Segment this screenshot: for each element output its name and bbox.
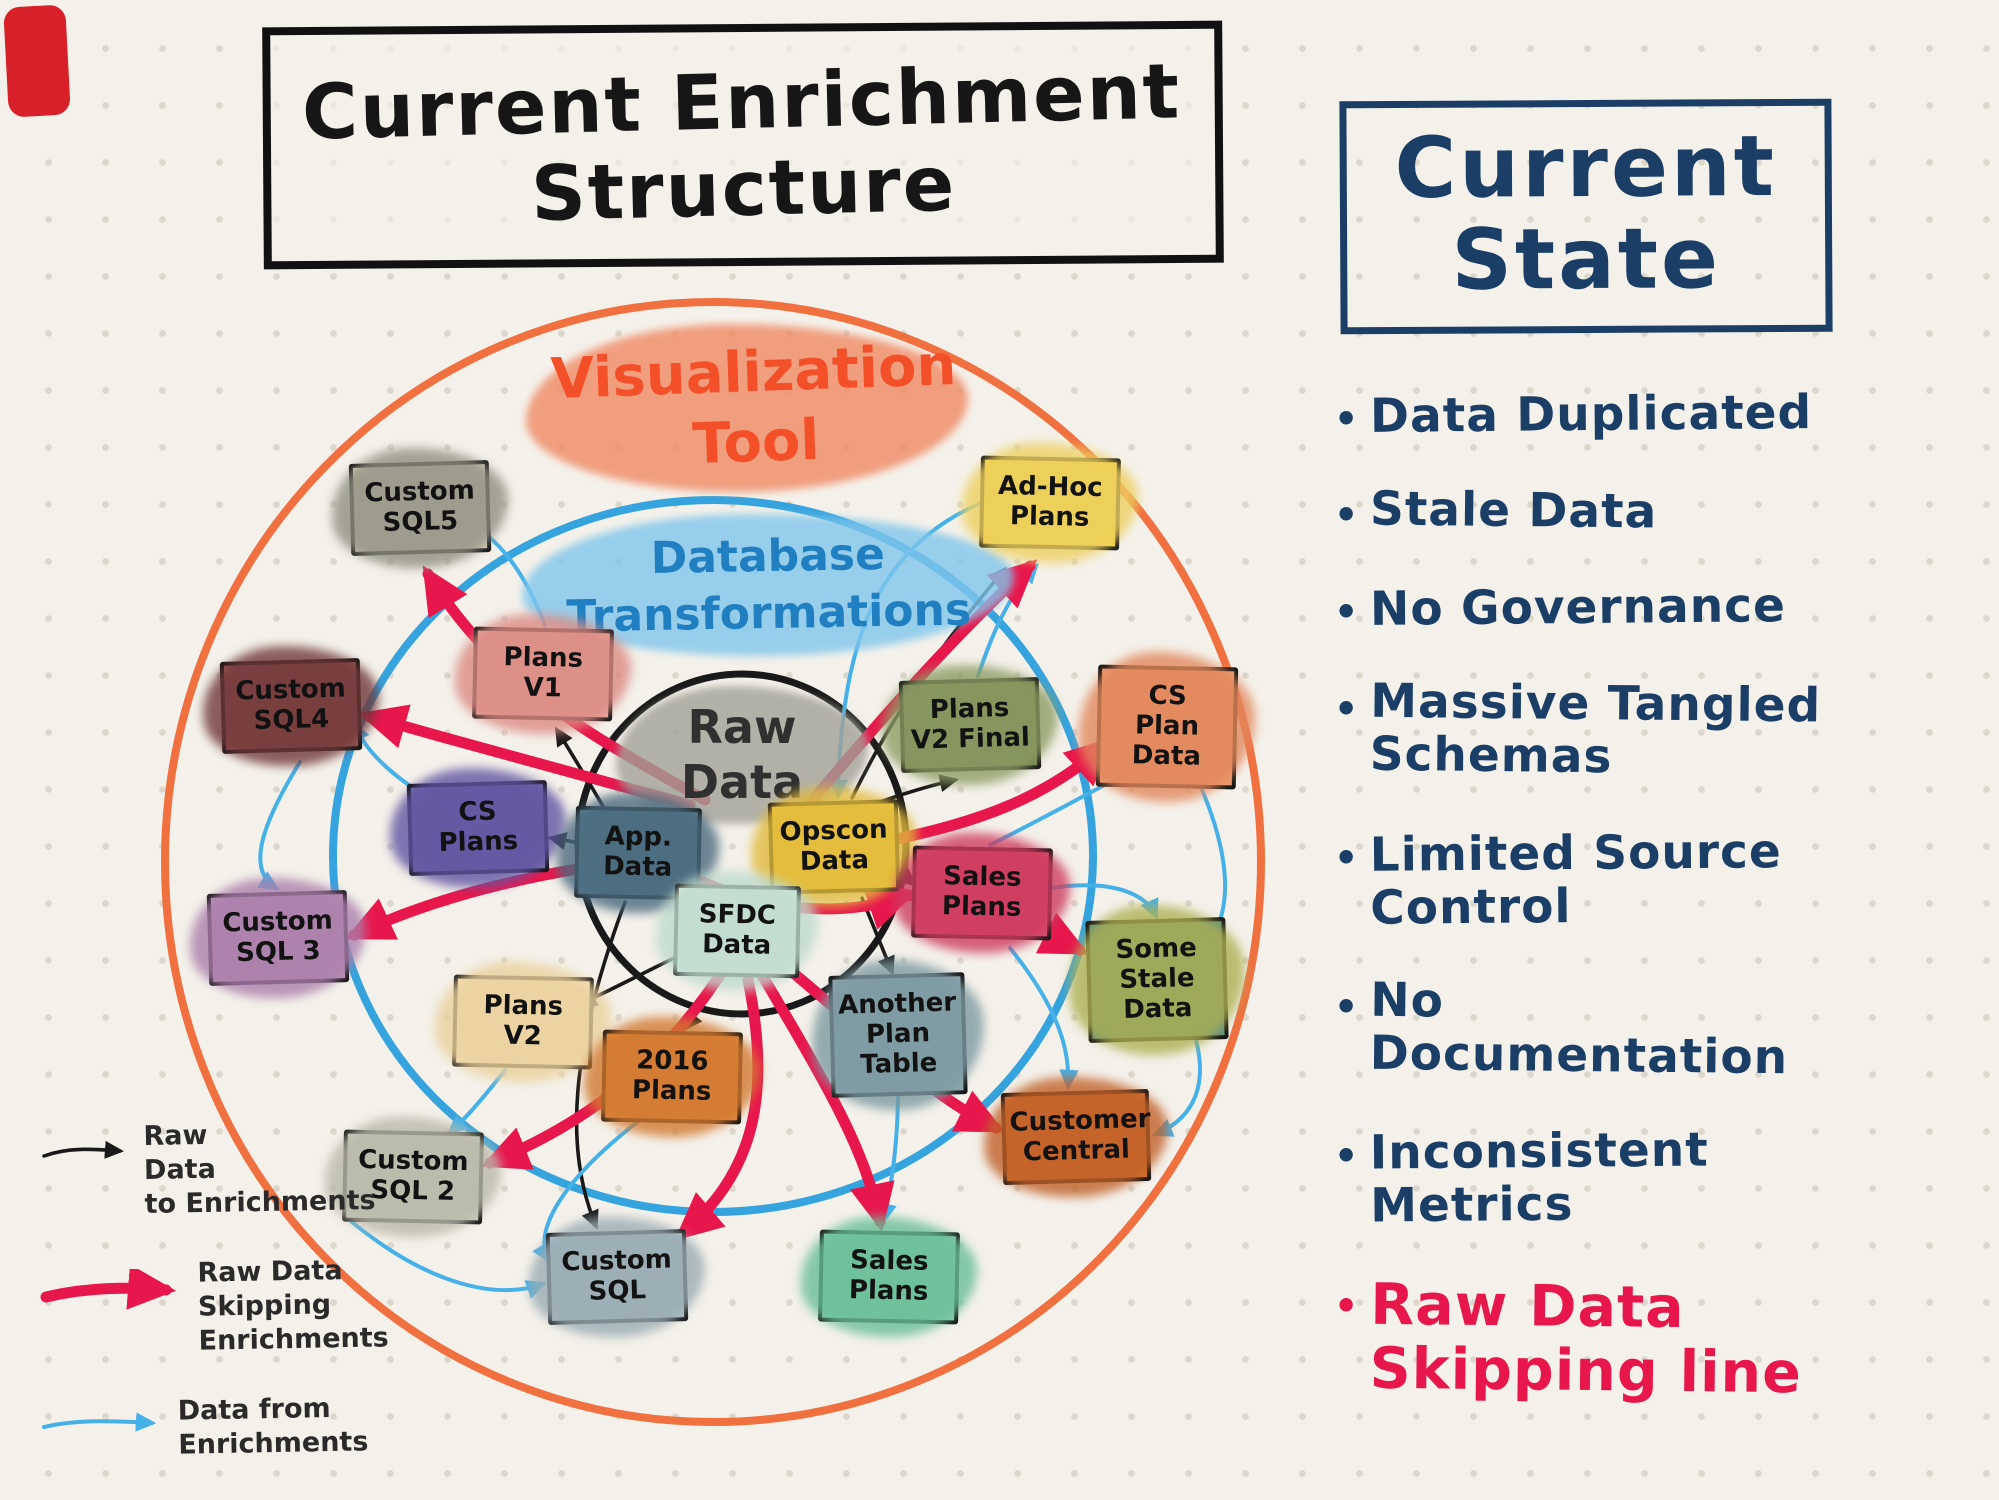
raw-skip-arrow: [674, 974, 764, 1241]
node-label: Ad-Hoc Plans: [997, 470, 1103, 533]
node-label: Custom SQL 3: [221, 905, 334, 969]
legend-label: Raw Data Skipping Enrichments: [197, 1255, 389, 1357]
node-some-stale-data: Some Stale Data: [1085, 917, 1229, 1043]
legend-label: Raw Data to Enrichments: [143, 1119, 376, 1220]
bullet-dot: •: [1334, 686, 1359, 731]
node-label: Opscon Data: [779, 814, 888, 877]
node-label: Sales Plans: [941, 861, 1022, 923]
bullet-dot: •: [1334, 835, 1359, 880]
bullet-text: No Governance: [1370, 578, 1787, 637]
state-bullet-no-governance: •No Governance: [1328, 578, 1990, 637]
ring-label-raw-data: Raw Data: [642, 700, 842, 810]
state-bullet-data-duplicated: •Data Duplicated: [1328, 384, 1990, 444]
bullet-text: Inconsistent Metrics: [1369, 1122, 1710, 1234]
node-sfdc-data: SFDC Data: [673, 883, 801, 979]
ring-label-text: Raw Data: [680, 700, 804, 810]
state-bullet-inconsistent-metrics: •Inconsistent Metrics: [1328, 1122, 1990, 1234]
legend: Raw Data to Enrichments Raw Data Skippin…: [38, 1118, 389, 1496]
node-label: Custom SQL: [560, 1244, 673, 1307]
node-custom-sql4: Custom SQL4: [219, 658, 363, 754]
node-ad-hoc-plans: Ad-Hoc Plans: [979, 455, 1121, 551]
node-plans-v1: Plans V1: [472, 626, 614, 722]
legend-item-raw-skipping: Raw Data Skipping Enrichments: [38, 1255, 389, 1357]
node-label: Plans V2: [483, 990, 564, 1052]
enrichment-data-arrow: [1008, 946, 1079, 1091]
state-bullet-stale-data: •Stale Data: [1328, 481, 1990, 540]
bullet-text: Raw Data Skipping line: [1369, 1271, 1803, 1406]
state-bullet-no-documentation: •No Documentation: [1328, 972, 1990, 1085]
visualization-tool-ring: [161, 298, 1265, 1426]
node-custom-sql3: Custom SQL 3: [206, 890, 350, 986]
node-custom-sql: Custom SQL: [545, 1229, 689, 1325]
bullet-dot: •: [1334, 1134, 1359, 1179]
node-label: Sales Plans: [848, 1245, 929, 1307]
node-label: Customer Central: [1009, 1103, 1151, 1168]
node-label: CS Plan Data: [1131, 680, 1202, 772]
node-custom-sql5: Custom SQL5: [348, 460, 492, 556]
state-bullet-raw-data-skipping-line: •Raw Data Skipping line: [1328, 1271, 1990, 1406]
legend-item-data-from-enrichments: Data from Enrichments: [38, 1392, 388, 1461]
bullet-dot: •: [1334, 590, 1359, 635]
node-opscon-data: Opscon Data: [767, 799, 901, 895]
node-sales-plans-mid: Sales Plans: [911, 845, 1053, 941]
node-plans-v2-final: Plans V2 Final: [898, 677, 1042, 773]
legend-item-raw-to-enrichments: Raw Data to Enrichments: [38, 1118, 388, 1220]
node-label: Custom SQL4: [234, 673, 347, 736]
node-another-plan-table: Another Plan Table: [828, 972, 968, 1098]
bullet-dot: •: [1334, 985, 1359, 1030]
bullet-dot: •: [1334, 493, 1359, 538]
bullet-dot: •: [1334, 1283, 1359, 1328]
node-label: Custom SQL5: [363, 475, 476, 538]
node-plans-v2: Plans V2: [452, 974, 594, 1070]
current-state-list: •Data Duplicated •Stale Data •No Governa…: [1328, 384, 1990, 1406]
red-arrow-icon: [40, 1269, 177, 1310]
node-sales-plans-bottom: Sales Plans: [818, 1229, 960, 1325]
node-label: Some Stale Data: [1115, 932, 1198, 1025]
node-label: Another Plan Table: [837, 987, 957, 1080]
raw-to-enrichment-arrow: [574, 900, 627, 1230]
blue-arrow-icon: [42, 1411, 157, 1432]
current-state-title: Current State: [1394, 117, 1778, 310]
node-cs-plan-data: CS Plan Data: [1095, 664, 1239, 790]
node-2016-plans: 2016 Plans: [601, 1029, 743, 1125]
bullet-text: Massive Tangled Schemas: [1369, 673, 1822, 784]
raw-skip-arrow: [756, 969, 895, 1232]
enrichment-data-arrow: [350, 1220, 548, 1299]
current-state-panel: Current State •Data Duplicated •Stale Da…: [1328, 98, 1990, 1406]
node-label: 2016 Plans: [631, 1045, 712, 1107]
node-label: App. Data: [602, 821, 673, 883]
bullet-text: Limited Source Control: [1369, 824, 1783, 936]
bullet-dot: •: [1334, 396, 1359, 441]
node-label: CS Plans: [438, 796, 519, 858]
state-bullet-limited-source-control: •Limited Source Control: [1328, 824, 1990, 936]
node-customer-central: Customer Central: [1000, 1088, 1152, 1185]
bullet-text: Data Duplicated: [1370, 384, 1813, 444]
node-label: SFDC Data: [698, 899, 777, 961]
current-state-title-box: Current State: [1339, 98, 1833, 335]
node-label: Plans V2 Final: [910, 692, 1031, 756]
black-arrow-icon: [42, 1140, 125, 1159]
bullet-text: Stale Data: [1370, 481, 1658, 540]
bullet-text: No Documentation: [1369, 972, 1789, 1085]
state-bullet-massive-tangled-schemas: •Massive Tangled Schemas: [1328, 673, 1990, 784]
legend-label: Data from Enrichments: [177, 1392, 369, 1460]
node-label: Plans V1: [503, 642, 584, 704]
node-cs-plans: CS Plans: [406, 780, 550, 876]
